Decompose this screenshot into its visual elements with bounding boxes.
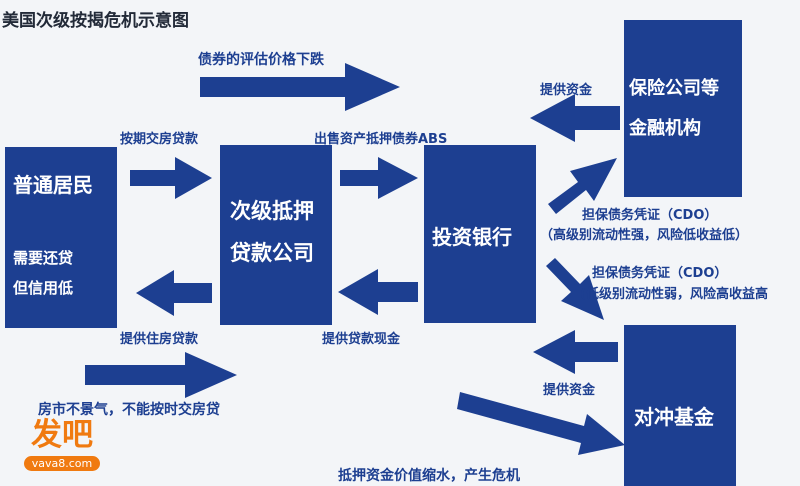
label-bond-value-fall: 债券的评估价格下跌 <box>198 52 324 68</box>
residents-box: 普通居民 需要还贷 但信用低 <box>5 147 117 328</box>
label-provide-capital-hedge: 提供资金 <box>543 383 596 398</box>
arrow-bank-to-insurer <box>548 158 617 214</box>
label-provide-mortgage: 提供住房贷款 <box>120 332 199 347</box>
label-sell-abs: 出售资产抵押债券ABS <box>314 132 448 147</box>
residents-name: 普通居民 <box>13 173 93 197</box>
hedge-name: 对冲基金 <box>634 405 714 429</box>
arrow-bank-to-lender <box>338 269 418 315</box>
logo-domain: vava8.com <box>23 456 101 471</box>
label-cdo-high-b: （高级别流动性强，风险低收益低） <box>540 228 749 243</box>
page-title: 美国次级按揭危机示意图 <box>2 11 189 31</box>
bank-box: 投资银行 <box>424 145 536 323</box>
arrow-insurer-to-bank <box>530 94 620 142</box>
label-provide-cash: 提供贷款现金 <box>322 332 401 347</box>
arrow-housing-slump <box>85 352 237 398</box>
insurer-name-1: 保险公司等 <box>629 78 719 99</box>
arrow-lender-to-residents <box>136 270 212 316</box>
label-pay-mortgage: 按期交房贷款 <box>120 132 199 147</box>
logo-text: 发吧 <box>31 417 93 453</box>
label-asset-devalue: 抵押资金价值缩水，产生危机 <box>338 468 520 484</box>
arrow-hedge-to-bank <box>533 330 618 374</box>
arrow-bank-to-hedge <box>546 258 604 320</box>
insurer-box: 保险公司等 金融机构 <box>624 20 742 197</box>
label-housing-slump: 房市不景气，不能按时交房贷 <box>38 402 220 418</box>
lender-name-1: 次级抵押 <box>230 199 314 223</box>
residents-note-2: 但信用低 <box>13 279 74 297</box>
residents-note-1: 需要还贷 <box>13 249 74 267</box>
bank-name: 投资银行 <box>432 225 512 249</box>
lender-name-2: 贷款公司 <box>230 241 314 265</box>
insurer-name-2: 金融机构 <box>629 118 701 139</box>
hedge-box: 对冲基金 <box>624 325 736 486</box>
arrow-lender-to-bank <box>340 157 418 199</box>
label-cdo-high-a: 担保债务凭证（CDO） <box>582 208 718 223</box>
label-provide-capital-insurer: 提供资金 <box>540 83 593 98</box>
arrow-asset-devalue <box>457 392 625 455</box>
label-cdo-low-b: (低级别流动性弱，风险高收益高 <box>580 287 768 302</box>
site-logo: 发吧 vava8.com <box>14 418 110 471</box>
lender-box: 次级抵押 贷款公司 <box>220 145 332 325</box>
arrow-bond-value-fall <box>200 63 400 111</box>
label-cdo-low-a: 担保债务凭证（CDO） <box>592 266 728 281</box>
arrow-residents-to-lender <box>130 157 212 199</box>
